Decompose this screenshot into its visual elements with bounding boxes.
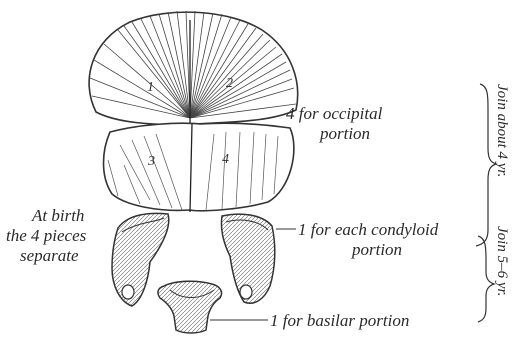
occipital-label-line2: portion bbox=[320, 124, 370, 144]
basilar-label: 1 for basilar portion bbox=[270, 311, 409, 331]
supra-occipital-piece bbox=[89, 11, 298, 125]
piece-number-4: 4 bbox=[222, 152, 229, 168]
piece-number-2: 2 bbox=[226, 76, 233, 92]
birth-label-line1: At birth bbox=[32, 206, 84, 226]
piece-number-3: 3 bbox=[148, 154, 155, 170]
birth-label-line2: the 4 pieces bbox=[6, 226, 86, 246]
join-five-six-note: Join 5–6 yr. bbox=[493, 226, 510, 296]
piece-number-1: 1 bbox=[147, 80, 154, 96]
basilar-piece bbox=[158, 281, 222, 333]
condyloid-label-line2: portion bbox=[352, 240, 402, 260]
lower-brace bbox=[478, 236, 494, 322]
interparietal-pieces bbox=[104, 123, 294, 212]
join-about-four-note: Join about 4 yr. bbox=[493, 84, 510, 177]
condyloid-label-line1: 1 for each condyloid bbox=[298, 220, 438, 240]
occipital-label-line1: 4 for occipital bbox=[286, 104, 382, 124]
right-condyloid-piece bbox=[221, 214, 274, 303]
birth-label-line3: separate bbox=[20, 246, 79, 266]
